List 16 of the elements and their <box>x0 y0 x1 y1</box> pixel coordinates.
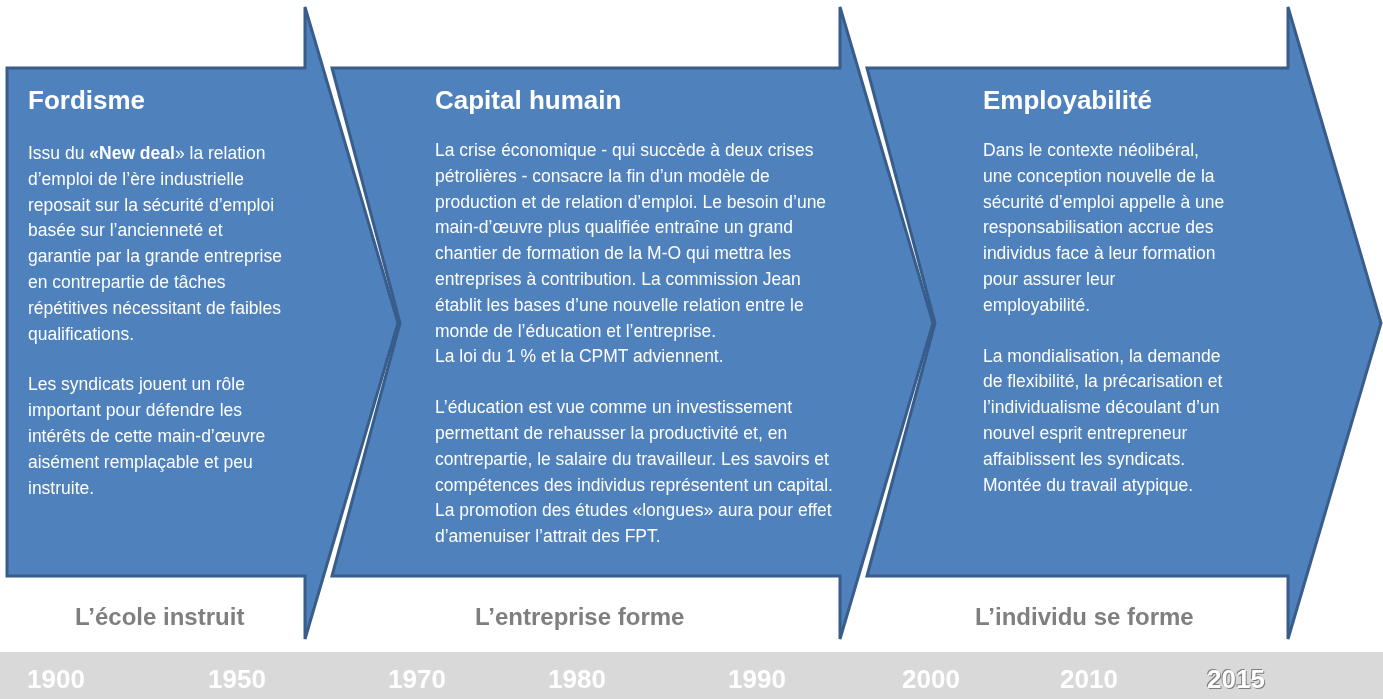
description-text: La loi du 1 % et la CPMT adviennent. <box>435 345 725 369</box>
era-title: Capital humain <box>435 85 623 116</box>
era-caption: L’école instruit <box>75 603 245 631</box>
description-text: L’éducation est vue comme un investissement permettant de rehausser la productivité et, en contrepartie, le salaire du travailleur. Les savoirs et compétences des individus représentent un capital. La promotion des études «longues» aura pour effet d’amenuiser l’attrait des FPT. <box>435 396 834 549</box>
chevron-panel <box>330 5 935 641</box>
description-text: Dans le contexte néolibéral, une conception nouvelle de la sécurité d’emploi appelle à une responsabilisation accrue des individus face à leur formation pour assurer leur employabilité. <box>983 139 1225 317</box>
description-text: La crise économique - qui succède à deux crises pétrolières - consacre la fin d’un modèle de production et de relation d’emploi. Le besoin d’une main-d’œuvre plus qualifiée entraîne un grand chantier de formation de la M-O qui mettra les entreprises à contribution. La commission Jean établit les bases d’une nouvelle relation entre le monde de l’éducation et l’entreprise. <box>435 139 828 343</box>
description-text: La mondialisation, la demande de flexibilité, la précarisation et l’individualisme découlant d’un nouvel esprit entrepreneur affaiblissent les syndicats. Montée du travail atypique. <box>983 344 1224 497</box>
chevron-panel <box>865 5 1383 641</box>
description-text: Issu du «New deal» la relation d’emploi de l’ère industrielle reposait sur la sécurité d’emploi basée sur l’ancienneté et garantie par la grande entreprise en contrepartie de tâches répétitives nécessitant de faibles qualifications. <box>28 142 283 346</box>
era-caption: L’individu se forme <box>975 603 1194 631</box>
era-title: Fordisme <box>28 85 147 116</box>
chevron-panel <box>5 5 400 641</box>
era-title: Employabilité <box>983 85 1154 116</box>
era-caption: L’entreprise forme <box>475 603 685 631</box>
description-text: Les syndicats jouent un rôle important pour défendre les intérêts de cette main-d’œuvre aisément remplaçable et peu instruite. <box>28 373 267 500</box>
